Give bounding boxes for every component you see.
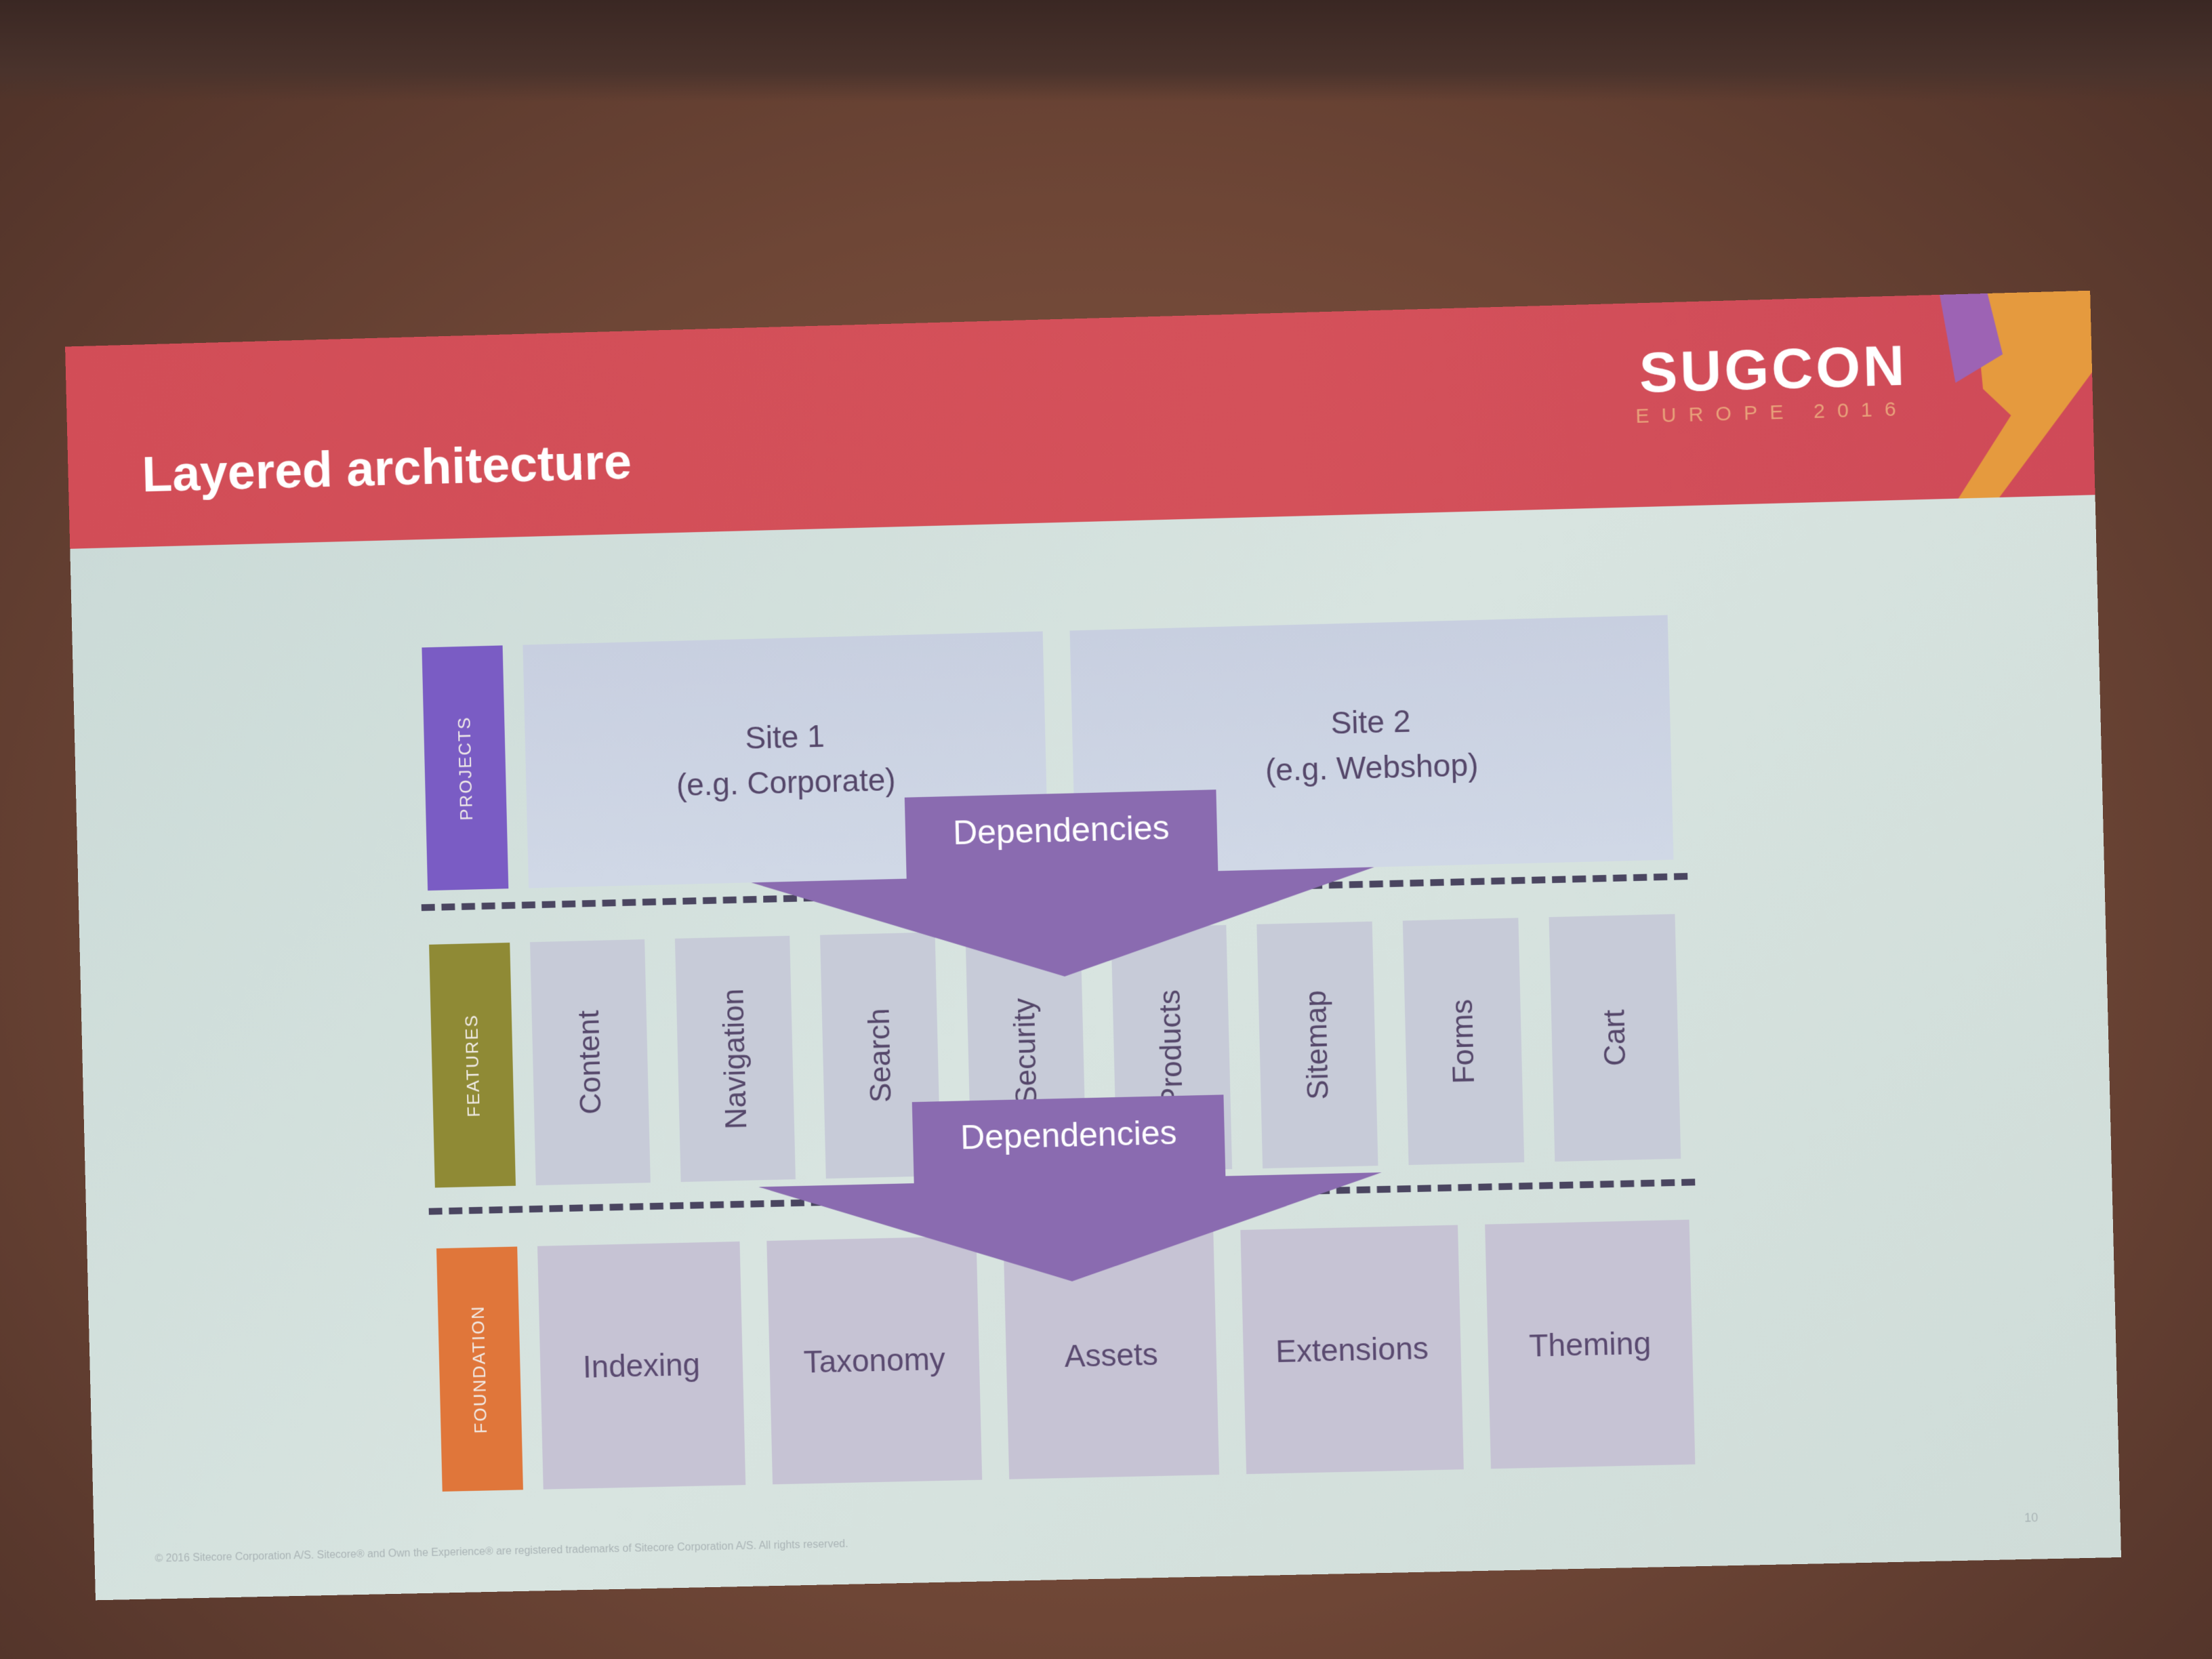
slide-page-number: 10: [2024, 1511, 2039, 1525]
foundation-layer-tag: FOUNDATION: [436, 1246, 523, 1491]
site-1-name: Site 1: [745, 714, 825, 761]
foundation-theming-box: Theming: [1485, 1220, 1695, 1469]
dependencies-label-lower: Dependencies: [912, 1111, 1225, 1158]
feature-navigation-label: Navigation: [716, 988, 754, 1130]
foundation-assets-label: Assets: [1064, 1336, 1158, 1374]
foundation-label: FOUNDATION: [468, 1305, 491, 1433]
feature-sitemap-label: Sitemap: [1299, 990, 1336, 1101]
dependencies-label-upper: Dependencies: [905, 806, 1217, 853]
projects-layer-tag: PROJECTS: [422, 645, 508, 890]
features-layer-tag: FEATURES: [429, 943, 516, 1188]
room-ceiling: [0, 0, 2212, 102]
feature-security-label: Security: [1008, 998, 1044, 1106]
site-2-name: Site 2: [1330, 699, 1412, 746]
feature-forms-box: Forms: [1403, 918, 1524, 1165]
foundation-indexing-box: Indexing: [537, 1242, 745, 1490]
feature-cart-box: Cart: [1549, 914, 1681, 1162]
layer-diagram: PROJECTS Site 1 (e.g. Corporate) Site 2 …: [65, 291, 2121, 1601]
foundation-theming-label: Theming: [1529, 1325, 1652, 1364]
foundation-taxonomy-label: Taxonomy: [803, 1340, 945, 1380]
feature-content-label: Content: [572, 1010, 608, 1115]
feature-search-label: Search: [863, 1008, 899, 1103]
foundation-extensions-label: Extensions: [1275, 1330, 1429, 1370]
feature-cart-label: Cart: [1597, 1009, 1633, 1067]
projects-label: PROJECTS: [453, 716, 477, 821]
feature-forms-label: Forms: [1446, 999, 1481, 1084]
features-label: FEATURES: [461, 1013, 484, 1117]
projected-slide: Layered architecture SUGCON EUROPE 2016 …: [65, 291, 2121, 1601]
foundation-indexing-label: Indexing: [582, 1346, 700, 1385]
feature-content-box: Content: [530, 939, 651, 1185]
feature-products-label: Products: [1153, 989, 1190, 1108]
